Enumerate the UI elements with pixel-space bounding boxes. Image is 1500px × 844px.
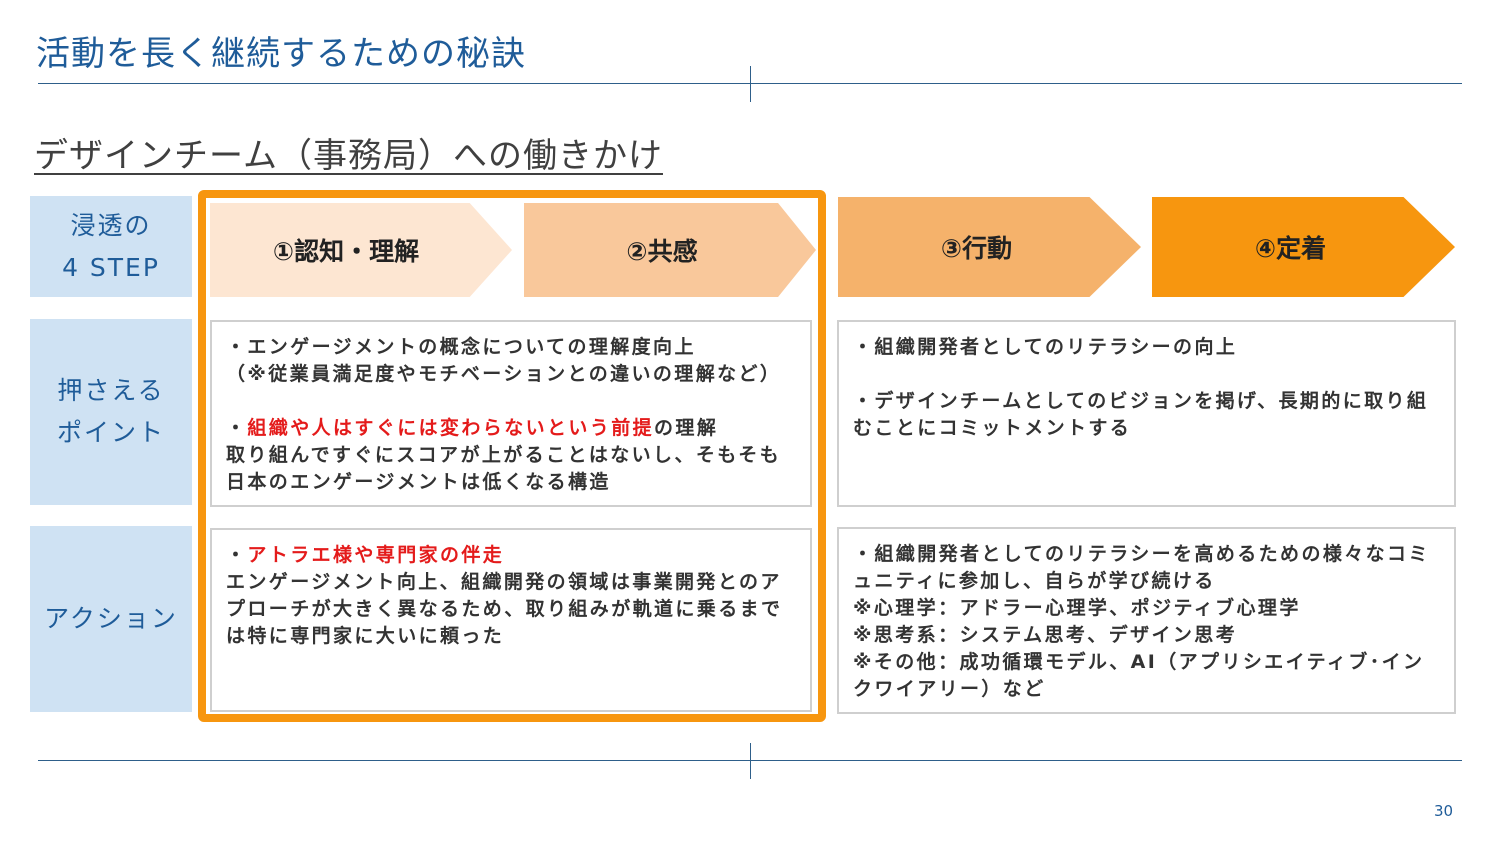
step-3-label: ③行動 — [940, 234, 1013, 263]
step-2-arrow: ②共感 — [524, 203, 816, 297]
step-4-arrow: ④定着 — [1152, 197, 1455, 297]
points-left-bullet1: ・エンゲージメントの概念についての理解度向上 （※従業員満足度やモチベーションと… — [226, 336, 782, 385]
step-2-label: ②共感 — [626, 237, 698, 266]
section-subtitle: デザインチーム（事務局）への働きかけ — [34, 136, 663, 176]
action-left-box: ・アトラエ様や専門家の伴走 エンゲージメント向上、組織開発の領域は事業開発とのア… — [210, 528, 812, 712]
row-label-steps: 浸透の 4 STEP — [30, 196, 192, 297]
points-left-box: ・エンゲージメントの概念についての理解度向上 （※従業員満足度やモチベーションと… — [210, 320, 812, 507]
step-1-arrow: ①認知・理解 — [210, 203, 512, 297]
action-left-highlight: アトラエ様や専門家の伴走 — [247, 544, 505, 566]
bottom-tick — [750, 743, 751, 779]
points-left-body: 取り組んですぐにスコアが上がることはないし、そもそも日本のエンゲージメントは低く… — [226, 444, 782, 493]
points-left-suffix: の理解 — [654, 417, 719, 439]
points-right-box: ・組織開発者としてのリテラシーの向上 ・デザインチームとしてのビジョンを掲げ、長… — [837, 320, 1456, 507]
slide-title: 活動を長く継続するための秘訣 — [36, 34, 526, 74]
action-right-box: ・組織開発者としてのリテラシーを高めるための様々なコミュニティに参加し、自らが学… — [837, 527, 1456, 714]
step-1-label: ①認知・理解 — [272, 237, 420, 266]
bullet: ・ — [226, 417, 248, 439]
action-left-body: エンゲージメント向上、組織開発の領域は事業開発とのアプローチが大きく異なるため、… — [226, 571, 783, 647]
bullet: ・ — [226, 544, 248, 566]
points-left-highlight: 組織や人はすぐには変わらないという前提 — [247, 417, 655, 439]
step-4-label: ④定着 — [1254, 234, 1327, 263]
top-tick — [750, 66, 751, 102]
row-label-points: 押さえる ポイント — [30, 319, 192, 505]
step-3-arrow: ③行動 — [838, 197, 1141, 297]
highlight-frame — [198, 190, 826, 722]
row-label-action: アクション — [30, 526, 192, 712]
page-number: 30 — [1434, 802, 1454, 820]
